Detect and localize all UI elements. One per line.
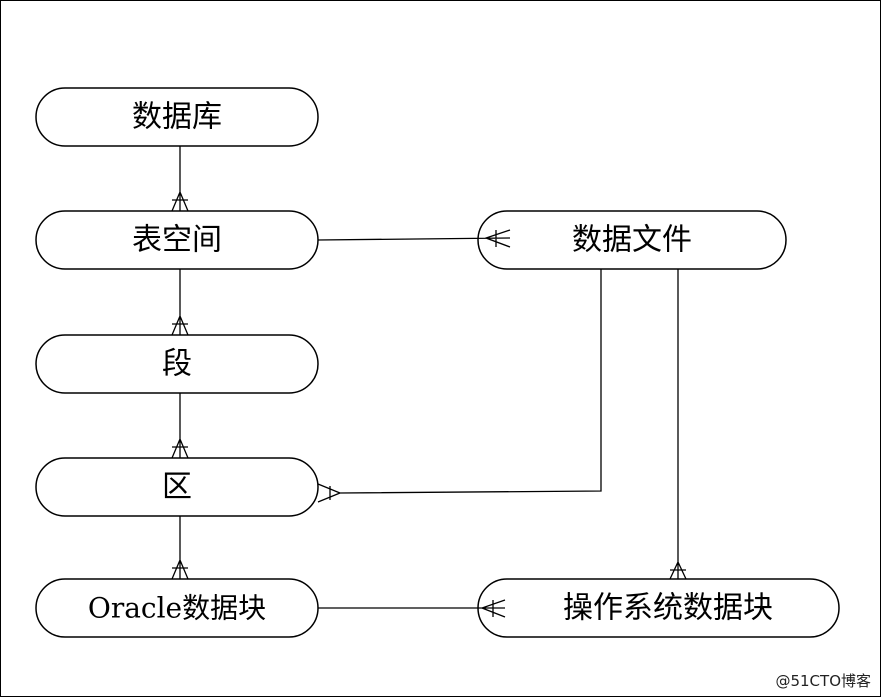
edge-segment-extent — [171, 393, 189, 459]
node-datafile-label: 数据文件 — [572, 223, 692, 258]
node-os-block-label: 操作系统数据块 — [563, 591, 773, 626]
node-tablespace-label: 表空间 — [132, 223, 222, 258]
watermark: @51CTO博客 — [775, 672, 871, 690]
edge-oracleblock-osblock — [318, 599, 506, 618]
node-segment-label: 段 — [162, 347, 192, 382]
edge-extent-oracleblock — [171, 516, 189, 580]
edge-tablespace-datafile — [317, 229, 511, 248]
node-segment — [35, 334, 319, 394]
edge-database-tablespace — [171, 146, 189, 212]
edge-datafile-extent — [317, 269, 602, 503]
node-extent-label: 区 — [162, 470, 192, 505]
node-database — [35, 87, 319, 147]
edge-datafile-osblock — [669, 269, 687, 580]
node-datafile — [477, 210, 787, 270]
node-extent — [35, 457, 319, 517]
edge-tablespace-segment — [171, 269, 189, 336]
node-oracle-block-label: Oracle数据块 — [88, 592, 266, 625]
node-database-label: 数据库 — [132, 100, 222, 135]
